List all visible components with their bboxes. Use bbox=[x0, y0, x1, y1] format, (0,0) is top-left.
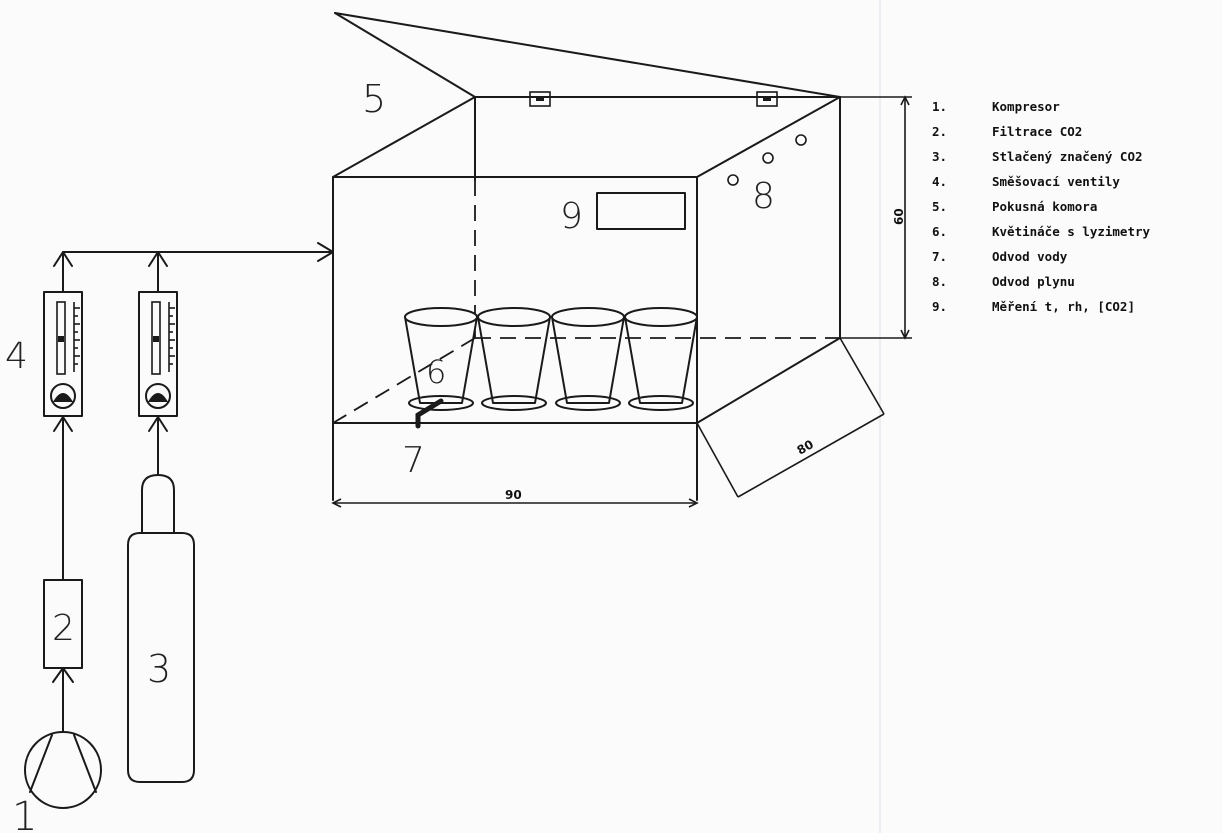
mixing-valve-left bbox=[43, 291, 83, 417]
depth-dimension bbox=[696, 337, 885, 498]
legend-text: Květináče s lyzimetry bbox=[992, 224, 1151, 239]
legend-number: 1. bbox=[932, 99, 947, 114]
pot-2 bbox=[477, 307, 551, 411]
legend-number: 3. bbox=[932, 149, 947, 164]
legend-number: 8. bbox=[932, 274, 947, 289]
height-dimension-label: 60 bbox=[892, 208, 906, 225]
legend-text: Filtrace CO2 bbox=[992, 124, 1082, 139]
label-gas-outlet: 8 bbox=[752, 176, 775, 217]
label-chamber: 5 bbox=[362, 77, 386, 121]
filter-to-valve-pipe bbox=[53, 416, 73, 581]
width-dimension bbox=[331, 498, 699, 508]
legend-number: 9. bbox=[932, 299, 947, 314]
label-filter: 2 bbox=[52, 608, 75, 649]
label-pots: 6 bbox=[426, 353, 446, 391]
mixing-valve-right bbox=[138, 291, 178, 417]
label-measurement: 9 bbox=[560, 196, 583, 237]
pot-4 bbox=[624, 307, 698, 411]
legend-text: Odvod vody bbox=[992, 249, 1068, 264]
valve-outlet-pipes bbox=[53, 242, 334, 293]
experimental-chamber bbox=[332, 12, 841, 501]
legend-number: 2. bbox=[932, 124, 947, 139]
label-water-drain: 7 bbox=[402, 440, 425, 481]
legend-number: 6. bbox=[932, 224, 947, 239]
legend-number: 7. bbox=[932, 249, 947, 264]
legend: 1. Kompresor 2. Filtrace CO2 3. Stlačený… bbox=[932, 99, 1151, 314]
legend-number: 4. bbox=[932, 174, 947, 189]
measurement-display bbox=[596, 192, 686, 230]
legend-text: Stlačený značený CO2 bbox=[992, 149, 1143, 164]
height-dimension bbox=[840, 95, 912, 340]
water-drain-pipe bbox=[415, 398, 444, 429]
legend-text: Pokusná komora bbox=[992, 199, 1097, 214]
cylinder-to-valve-pipe bbox=[148, 416, 168, 476]
label-compressor: 1 bbox=[12, 794, 37, 833]
co2-gas-cylinder bbox=[127, 474, 195, 783]
compressor-to-filter-pipe bbox=[52, 667, 74, 733]
legend-text: Kompresor bbox=[992, 99, 1060, 114]
label-cylinder: 3 bbox=[147, 647, 171, 691]
legend-text: Měření t, rh, [CO2] bbox=[992, 299, 1135, 314]
label-mixing-valves: 4 bbox=[5, 336, 28, 377]
pot-3 bbox=[551, 307, 625, 411]
gas-outlet-ports bbox=[727, 134, 807, 186]
legend-text: Směšovací ventily bbox=[992, 174, 1120, 189]
legend-number: 5. bbox=[932, 199, 947, 214]
legend-text: Odvod plynu bbox=[992, 274, 1075, 289]
width-dimension-label: 90 bbox=[505, 488, 522, 502]
plant-pots bbox=[404, 307, 698, 411]
